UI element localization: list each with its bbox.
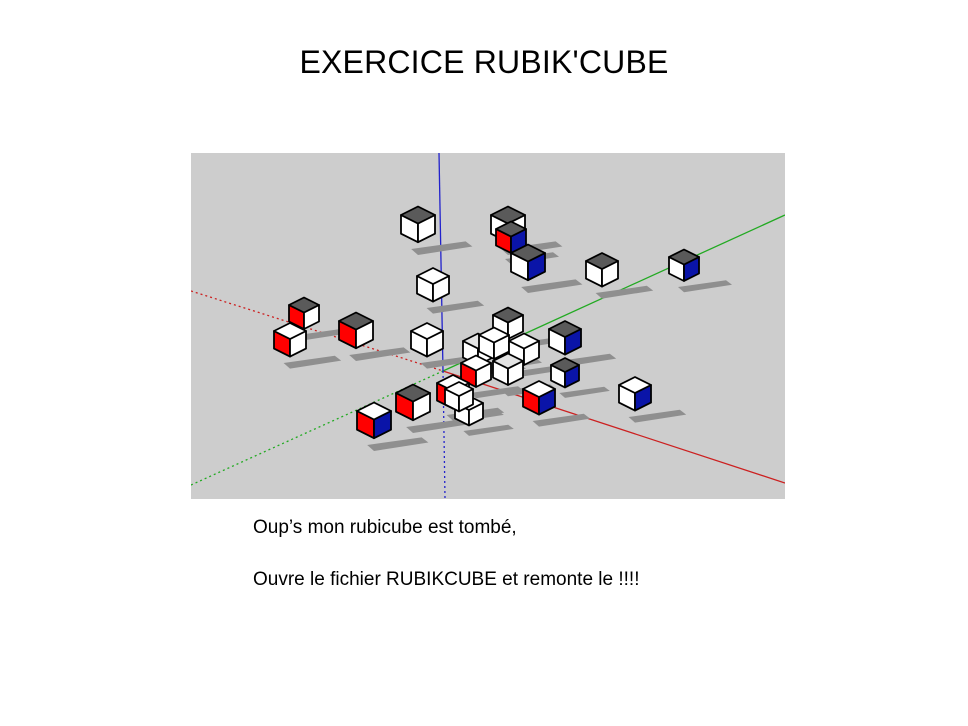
cube-shadow	[595, 285, 654, 299]
rubik-cube-piece	[548, 320, 582, 356]
cube-top-face	[668, 248, 700, 266]
cube-top-face	[273, 322, 307, 340]
cube-top-face	[508, 332, 540, 350]
rubik-cube-piece	[400, 205, 436, 244]
cube-top-face	[522, 380, 556, 398]
rubik-cube-piece	[495, 220, 527, 254]
cube-top-face	[618, 376, 652, 394]
cube-top-face	[460, 354, 492, 372]
rubik-cube-piece	[668, 248, 700, 282]
cube-top-face	[338, 311, 374, 331]
rubik-cube-piece	[492, 352, 524, 386]
scattered-cubes	[273, 205, 700, 440]
rubik-cube-piece	[444, 381, 474, 413]
instruction-line-1: Oup’s mon rubicube est tombé,	[253, 517, 517, 538]
cube-top-face	[510, 243, 546, 263]
rubik-cube-piece	[550, 357, 580, 389]
rubik-cube-piece	[618, 376, 652, 412]
cube-top-face	[400, 205, 436, 225]
3d-viewport[interactable]	[191, 153, 785, 499]
cube-shadow	[678, 280, 732, 293]
cube-shadow	[411, 241, 473, 255]
rubik-cube-piece	[460, 354, 492, 388]
cube-top-face	[585, 252, 619, 270]
rubik-cube-piece	[395, 383, 431, 422]
cube-top-face	[444, 381, 474, 397]
cube-shadow	[420, 355, 479, 369]
cube-top-face	[288, 296, 320, 314]
cube-top-face	[492, 306, 524, 324]
rubik-cube-piece	[478, 326, 510, 360]
cube-top-face	[416, 267, 450, 285]
cube-shadow	[470, 386, 524, 399]
rubik-cube-piece	[510, 243, 546, 282]
cube-top-face	[478, 326, 510, 344]
rubik-cube-piece	[338, 311, 374, 350]
cube-shadow	[349, 347, 411, 361]
rubik-cube-piece	[410, 322, 444, 358]
cube-top-face	[356, 401, 392, 421]
rubik-cube-piece	[522, 380, 556, 416]
rubik-cube-piece	[288, 296, 320, 330]
cube-top-face	[490, 205, 526, 225]
cube-top-face	[495, 220, 527, 238]
cube-shadow	[367, 437, 429, 451]
cube-shadow	[426, 300, 485, 314]
rubik-cube-piece	[273, 322, 307, 358]
scene-svg	[191, 153, 785, 499]
cube-shadow	[628, 409, 687, 423]
rubik-cube-piece	[356, 401, 392, 440]
cube-top-face	[548, 320, 582, 338]
red-axis-dotted	[191, 290, 444, 372]
cube-top-face	[550, 357, 580, 373]
rubik-cube-piece	[416, 267, 450, 303]
cube-shadow	[463, 424, 514, 436]
cube-top-face	[395, 383, 431, 403]
cube-shadow	[406, 419, 468, 433]
cube-top-face	[492, 352, 524, 370]
instruction-line-2: Ouvre le fichier RUBIKCUBE et remonte le…	[253, 569, 640, 590]
rubik-cube-piece	[585, 252, 619, 288]
cube-shadow	[532, 413, 591, 427]
cube-shadow	[283, 355, 342, 369]
rubik-cube-piece	[508, 332, 540, 366]
cube-shadow	[559, 386, 610, 398]
slide-title: EXERCICE RUBIK'CUBE	[299, 44, 669, 80]
cube-shadow	[521, 279, 583, 293]
rubik-cube-piece	[492, 306, 524, 340]
cube-top-face	[410, 322, 444, 340]
